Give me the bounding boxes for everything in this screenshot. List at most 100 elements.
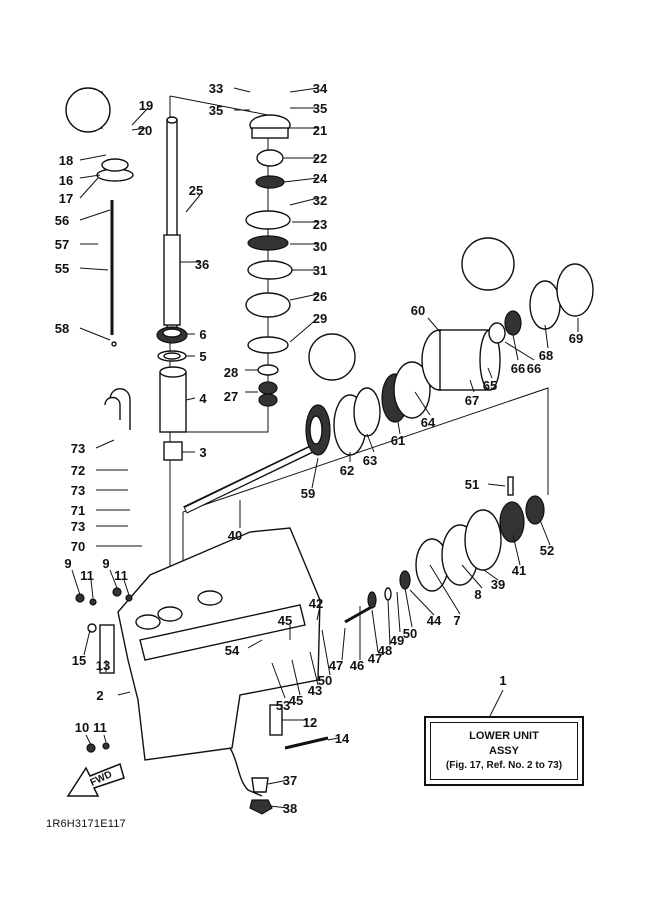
leader-line	[414, 391, 431, 416]
part-number-label: 14	[335, 731, 350, 746]
leader-line	[512, 334, 519, 361]
part-number-label: 32	[313, 193, 327, 208]
legend-reference: (Fig. 17, Ref. No. 2 to 73)	[445, 760, 563, 772]
part-number-label: 73	[71, 483, 85, 498]
part-number-label: 73	[71, 519, 85, 534]
part-number-label: 46	[350, 658, 364, 673]
leader-line	[79, 154, 107, 161]
leader-line	[289, 293, 319, 301]
leader-line	[311, 457, 319, 489]
part-number-label: 66	[511, 361, 525, 376]
leader-line	[109, 569, 118, 589]
leader-line	[79, 267, 109, 271]
legend-box: LOWER UNIT ASSY (Fig. 17, Ref. No. 2 to …	[424, 716, 584, 786]
part-number-label: 25	[189, 183, 203, 198]
leader-line	[117, 691, 131, 696]
leader-line	[103, 734, 107, 743]
part-number-label: 56	[55, 213, 69, 228]
leader-line	[247, 639, 263, 649]
part-number-label: 63	[363, 453, 377, 468]
part-number-label: 8	[474, 587, 481, 602]
leader-line	[387, 599, 391, 646]
part-number-label: 42	[309, 596, 323, 611]
part-number-label: 49	[390, 633, 404, 648]
leader-line	[283, 177, 319, 183]
fwd-arrow-icon: FWD	[66, 762, 125, 797]
part-number-label: 3	[199, 445, 206, 460]
part-number-label: 67	[465, 393, 479, 408]
part-number-label: 1	[499, 673, 506, 688]
part-number-label: 60	[411, 303, 425, 318]
leader-line	[71, 569, 81, 596]
leader-line	[95, 439, 115, 449]
lower-case-body	[117, 527, 321, 797]
part-number-label: 31	[313, 263, 327, 278]
part-number-label: 64	[421, 415, 436, 430]
leader-line	[409, 589, 435, 616]
part-number-label: 11	[80, 568, 94, 583]
drive-shaft	[163, 116, 181, 336]
leader-line	[341, 627, 346, 661]
leader-line	[289, 87, 319, 93]
part-number-label: 38	[283, 801, 297, 816]
leader-line	[131, 107, 149, 126]
leader-line	[271, 662, 286, 699]
part-number-label: 57	[55, 237, 69, 252]
part-number-label: 4	[199, 391, 207, 406]
part-number-label: 29	[313, 311, 327, 326]
part-number-label: 37	[283, 773, 297, 788]
part-number-label: 68	[539, 348, 553, 363]
seal-group	[488, 263, 594, 344]
legend-title-line2: ASSY	[489, 745, 519, 758]
part-number-label: 2	[96, 688, 103, 703]
hose-parts	[104, 388, 131, 430]
leader-line	[267, 779, 289, 785]
part-number-label: 53	[276, 698, 290, 713]
gear-59	[305, 404, 331, 456]
part-number-label: 19	[139, 98, 153, 113]
legend-title-line1: LOWER UNIT	[469, 730, 539, 743]
part-number-label: 47	[329, 658, 343, 673]
leader-line	[469, 379, 475, 393]
part-number-label: 27	[224, 389, 238, 404]
part-number-label: 66	[527, 361, 541, 376]
part-number-label: 61	[391, 433, 405, 448]
part-number-label: 17	[59, 191, 73, 206]
leader-line	[79, 174, 101, 179]
leader-line	[371, 609, 379, 653]
anode-13	[99, 624, 115, 674]
leader-line	[327, 737, 339, 741]
leader-line	[309, 651, 319, 686]
leader-line	[429, 564, 461, 615]
bearing-3	[163, 441, 183, 461]
part-number-label: 41	[512, 563, 526, 578]
part-number-label: 59	[301, 486, 315, 501]
leader-line	[396, 591, 401, 633]
leader-line	[185, 397, 196, 401]
part-number-label: 30	[313, 239, 327, 254]
part-number-label: 44	[427, 613, 442, 628]
forward-gear-parts	[415, 476, 545, 592]
sleeve-4	[159, 366, 187, 433]
leader-line	[483, 569, 499, 581]
leader-line	[289, 197, 319, 206]
part-number-label: 71	[71, 503, 85, 518]
part-number-label: 18	[59, 153, 73, 168]
bearing-housing-60	[421, 329, 501, 391]
leader-line	[269, 805, 289, 809]
part-number-label: 28	[224, 365, 238, 380]
leader-line	[90, 579, 94, 599]
leader-line	[512, 534, 521, 566]
part-number-label: 55	[55, 261, 69, 276]
leader-line	[489, 689, 504, 717]
leader-line	[504, 341, 535, 361]
part-number-label: 20	[138, 123, 152, 138]
part-number-label: 13	[96, 658, 110, 673]
bearing-group	[333, 361, 431, 456]
leader-line	[79, 177, 99, 199]
part-number-label: 21	[313, 123, 327, 138]
leader-line	[79, 327, 111, 341]
leader-line	[131, 127, 147, 131]
